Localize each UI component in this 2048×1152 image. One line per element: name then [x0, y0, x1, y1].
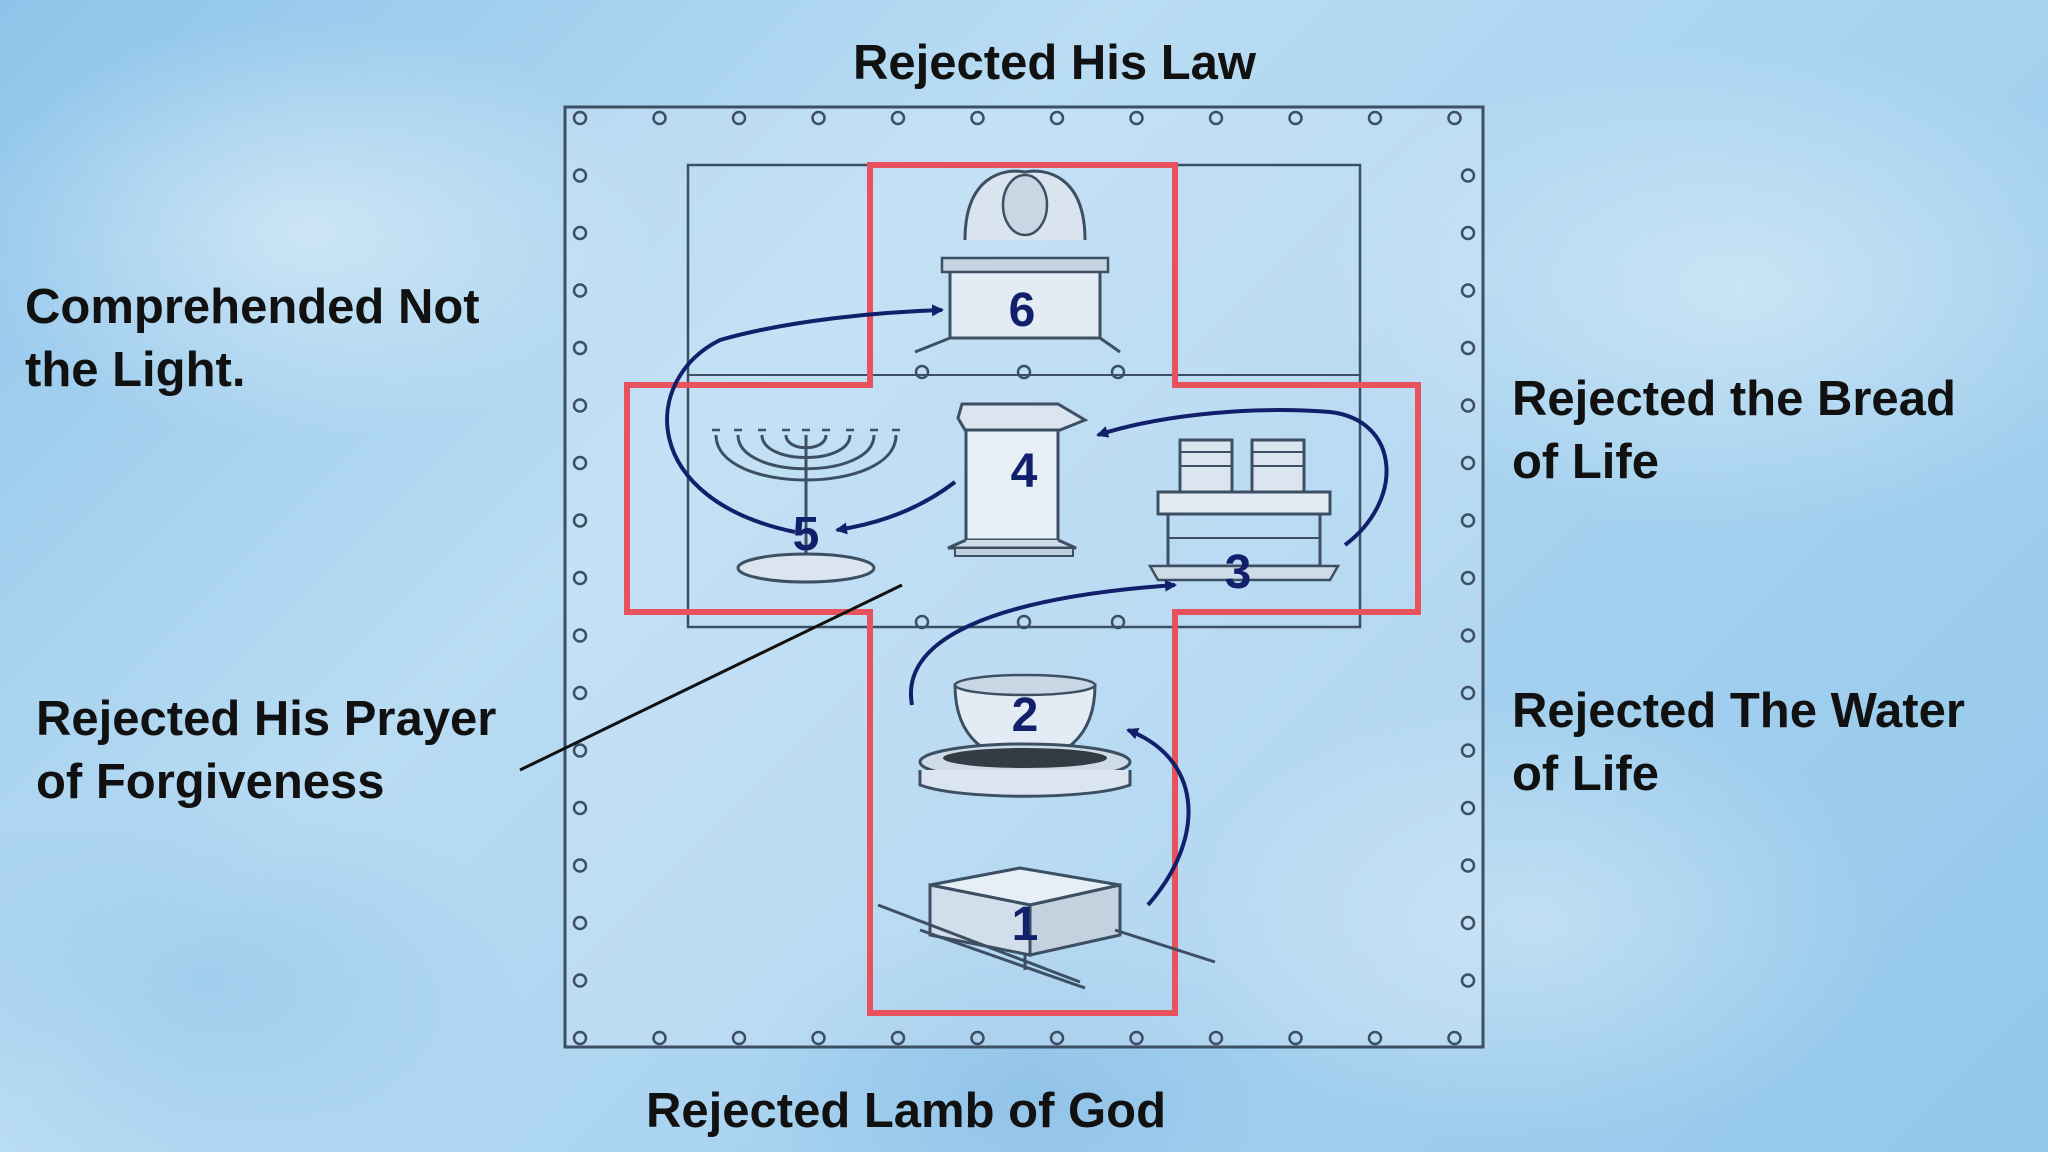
label-rejected-lamb-of-god: Rejected Lamb of God — [646, 1084, 1167, 1138]
rivet — [970, 1030, 985, 1046]
ark-of-covenant-icon — [914, 169, 1121, 354]
label-rejected-water-of-life: Rejected The Water of Life — [1512, 684, 1965, 801]
rivet — [1110, 364, 1126, 380]
station-2-number: 2 — [1012, 689, 1039, 742]
label-rejected-his-prayer: Rejected His Prayer of Forgiveness — [36, 692, 497, 809]
rivet — [1460, 973, 1476, 988]
altar-of-burnt-offering-icon — [877, 866, 1216, 990]
rivet — [1460, 628, 1476, 643]
station-4-number: 4 — [1011, 445, 1038, 498]
label-rejected-his-law: Rejected His Law — [853, 36, 1257, 90]
rivet — [572, 283, 588, 298]
rivet — [1447, 1030, 1462, 1046]
station-1-number: 1 — [1012, 898, 1039, 951]
rivet — [1460, 858, 1476, 873]
rivet — [1460, 743, 1476, 758]
rivet — [1460, 398, 1476, 413]
rivet — [731, 1030, 747, 1046]
rivet — [1447, 110, 1462, 126]
rivet — [811, 1030, 826, 1046]
arrow-4-to-5 — [835, 480, 957, 535]
prayer-pointer-line — [519, 583, 903, 772]
rivet — [572, 1030, 588, 1046]
sanctuary-rivets — [914, 364, 1126, 630]
table-of-showbread-icon — [1147, 438, 1341, 582]
rivet — [890, 110, 906, 126]
arrow-3-to-4 — [1096, 408, 1389, 547]
rivet — [1288, 110, 1303, 126]
rivet — [1367, 1030, 1383, 1046]
rivet — [1016, 364, 1032, 380]
menorah-icon — [712, 428, 900, 584]
rivet — [572, 455, 588, 471]
rivet — [1049, 1030, 1065, 1046]
rivet — [1460, 685, 1476, 701]
rivet — [890, 1030, 906, 1046]
rivet — [1049, 110, 1065, 126]
rivet — [1460, 168, 1476, 183]
arrow-1-to-2 — [1126, 728, 1191, 907]
rivet — [572, 570, 588, 586]
rivet — [1460, 283, 1476, 298]
rivet — [1016, 614, 1032, 630]
altar-of-incense-icon — [947, 402, 1089, 557]
rivet — [572, 513, 588, 528]
rivet — [1460, 915, 1476, 931]
rivet — [572, 110, 588, 126]
rivet — [1460, 800, 1476, 816]
rivet — [572, 743, 588, 758]
rivet — [1460, 570, 1476, 586]
station-5-number: 5 — [793, 508, 820, 561]
rivet — [811, 110, 826, 126]
rivet — [572, 398, 588, 413]
label-rejected-bread-of-life: Rejected the Bread of Life — [1512, 372, 1956, 489]
label-comprehended-not-the-light: Comprehended Not the Light. — [25, 280, 480, 397]
rivet — [731, 110, 747, 126]
cross-outline — [624, 162, 1421, 1016]
rivet — [1129, 1030, 1144, 1046]
rivet — [1129, 110, 1144, 126]
arrow-5-to-6 — [665, 304, 944, 534]
rivet — [1460, 225, 1476, 241]
rivet — [1110, 614, 1126, 630]
rivet — [572, 168, 588, 183]
station-6-number: 6 — [1009, 284, 1036, 337]
rivet — [1460, 340, 1476, 356]
rivet — [914, 364, 930, 380]
rivet — [572, 340, 588, 356]
rivet — [652, 110, 667, 126]
rivet — [572, 225, 588, 241]
frame-rivets — [572, 110, 1476, 1046]
rivet — [970, 110, 985, 126]
station-3-number: 3 — [1225, 546, 1252, 599]
rivet — [1208, 110, 1224, 126]
rivet — [572, 800, 588, 816]
rivet — [1208, 1030, 1224, 1046]
rivet — [1367, 110, 1383, 126]
rivet — [1460, 455, 1476, 471]
arrow-2-to-3 — [908, 579, 1177, 706]
rivet — [572, 685, 588, 701]
rivet — [1460, 513, 1476, 528]
rivet — [652, 1030, 667, 1046]
rivet — [1288, 1030, 1303, 1046]
rivet — [572, 858, 588, 873]
rivet — [572, 915, 588, 931]
laver-icon — [918, 673, 1132, 798]
rivet — [914, 614, 930, 630]
rivet — [572, 973, 588, 988]
rivet — [572, 628, 588, 643]
